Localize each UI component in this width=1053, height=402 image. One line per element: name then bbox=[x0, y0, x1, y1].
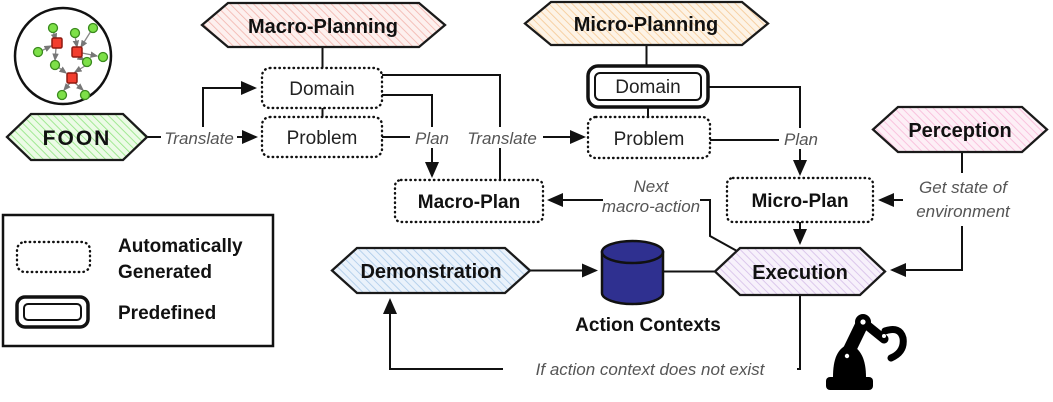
robot-arm-icon bbox=[826, 314, 907, 390]
micro-problem-label: Problem bbox=[614, 129, 685, 150]
micro-planning-label: Micro-Planning bbox=[574, 14, 718, 36]
macro-planning-node bbox=[200, 1, 447, 49]
legend-auto-generated-line2: Generated bbox=[118, 262, 212, 283]
get-state-label-line2: environment bbox=[916, 202, 1011, 221]
edge-translate-to-domain bbox=[202, 81, 257, 128]
get-state-label-line1: Get state of bbox=[919, 178, 1009, 197]
execution-node bbox=[713, 246, 887, 297]
macro-domain-label: Domain bbox=[289, 79, 354, 100]
next-macro-action-label-line2: macro-action bbox=[602, 197, 700, 216]
micro-plan-box bbox=[725, 176, 875, 224]
micro-domain-box-inner bbox=[594, 72, 702, 101]
next-macro-action-label-line1: Next bbox=[634, 177, 670, 196]
perception-label: Perception bbox=[908, 120, 1011, 142]
label-backgrounds bbox=[161, 127, 1023, 381]
macro-plan-box bbox=[393, 178, 545, 224]
demonstration-label: Demonstration bbox=[360, 261, 501, 283]
foon-label: FOON bbox=[43, 127, 112, 150]
edge-plan-to-macroplan bbox=[382, 94, 439, 178]
macro-problem-box bbox=[260, 115, 384, 159]
legend-dotted-swatch bbox=[15, 240, 92, 274]
translate-macro-label: Translate bbox=[164, 129, 234, 148]
perception-node bbox=[871, 105, 1049, 154]
legend-predefined-label: Predefined bbox=[118, 303, 216, 324]
micro-domain-label: Domain bbox=[615, 77, 680, 98]
plan-macro-label: Plan bbox=[415, 129, 449, 148]
demonstration-node bbox=[330, 246, 532, 295]
execution-label: Execution bbox=[752, 262, 848, 284]
foon-node bbox=[5, 112, 149, 162]
legend-auto-generated-line1: Automatically bbox=[118, 236, 243, 257]
legend bbox=[1, 213, 275, 348]
macro-problem-label: Problem bbox=[287, 128, 358, 149]
action-contexts-database-icon bbox=[600, 239, 665, 306]
micro-planning-node bbox=[523, 0, 770, 47]
plan-micro-label: Plan bbox=[784, 130, 818, 149]
macro-planning-label: Macro-Planning bbox=[248, 16, 398, 38]
if-action-context-label: If action context does not exist bbox=[536, 360, 766, 379]
legend-double-swatch-inner bbox=[23, 303, 82, 321]
micro-plan-label: Micro-Plan bbox=[751, 191, 848, 212]
macro-plan-label: Macro-Plan bbox=[418, 192, 520, 213]
foon-graph-icon bbox=[13, 6, 113, 106]
connectors bbox=[147, 45, 963, 370]
action-contexts-label: Action Contexts bbox=[575, 315, 721, 336]
translate-micro-label: Translate bbox=[467, 129, 537, 148]
micro-problem-box bbox=[586, 115, 712, 160]
macro-domain-box bbox=[260, 66, 384, 110]
